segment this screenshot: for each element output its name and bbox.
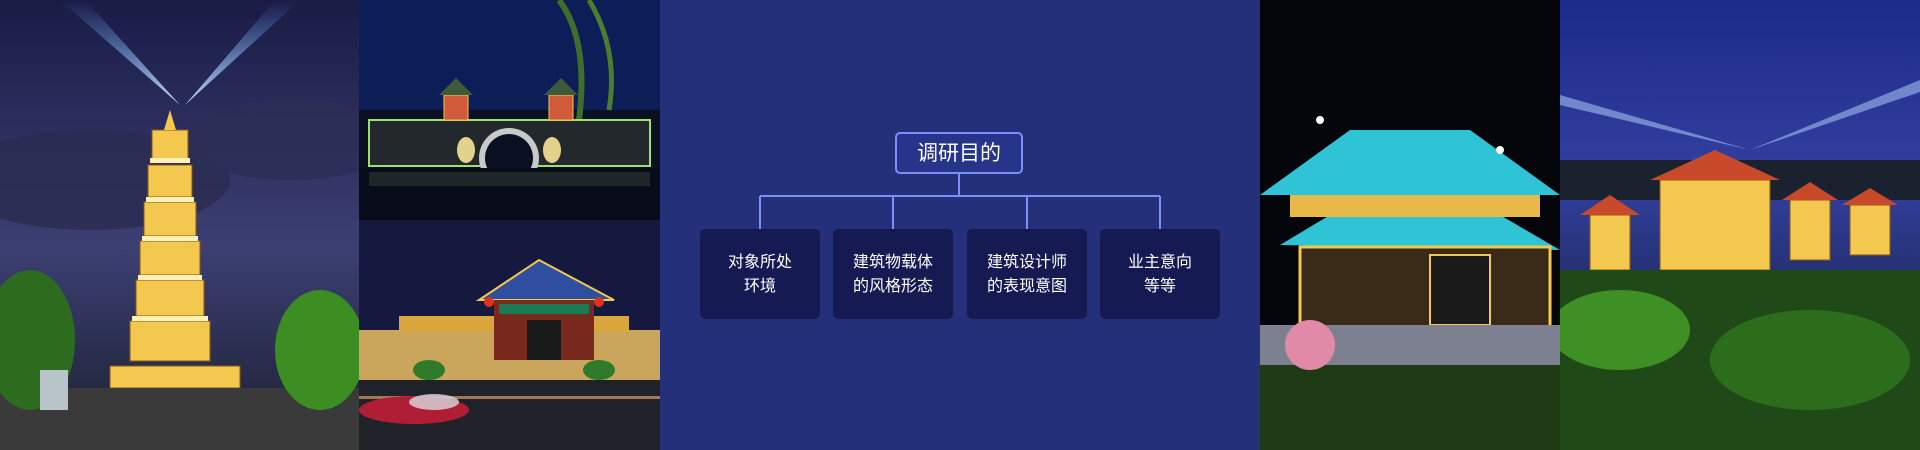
research-purpose-diagram: 调研目的 对象所处 环境 建筑物载体 的风格形态 建筑设计师 的表现意图 业主意…	[660, 0, 1260, 450]
card-line: 建筑设计师	[986, 252, 1067, 271]
purpose-card-environment: 对象所处 环境	[700, 229, 820, 319]
card-line: 建筑物载体	[852, 252, 933, 271]
gate-night-photo	[359, 220, 660, 450]
bridge-night-photo	[359, 0, 660, 220]
card-line: 的风格形态	[852, 276, 933, 295]
connector-lines	[759, 174, 1161, 229]
hall-night-photo	[1260, 0, 1560, 450]
card-line: 业主意向	[1127, 252, 1192, 271]
card-line: 对象所处	[727, 252, 792, 271]
card-line: 的表现意图	[986, 276, 1067, 295]
town-night-photo	[1560, 0, 1920, 450]
card-line: 环境	[743, 276, 776, 295]
purpose-card-building-style: 建筑物载体 的风格形态	[833, 229, 953, 319]
card-line: 等等	[1143, 276, 1176, 295]
pagoda-night-photo	[0, 0, 359, 450]
purpose-card-owner-wishes: 业主意向 等等	[1100, 229, 1220, 319]
purpose-card-designer-intent: 建筑设计师 的表现意图	[967, 229, 1087, 319]
diagram-title: 调研目的	[895, 132, 1023, 174]
